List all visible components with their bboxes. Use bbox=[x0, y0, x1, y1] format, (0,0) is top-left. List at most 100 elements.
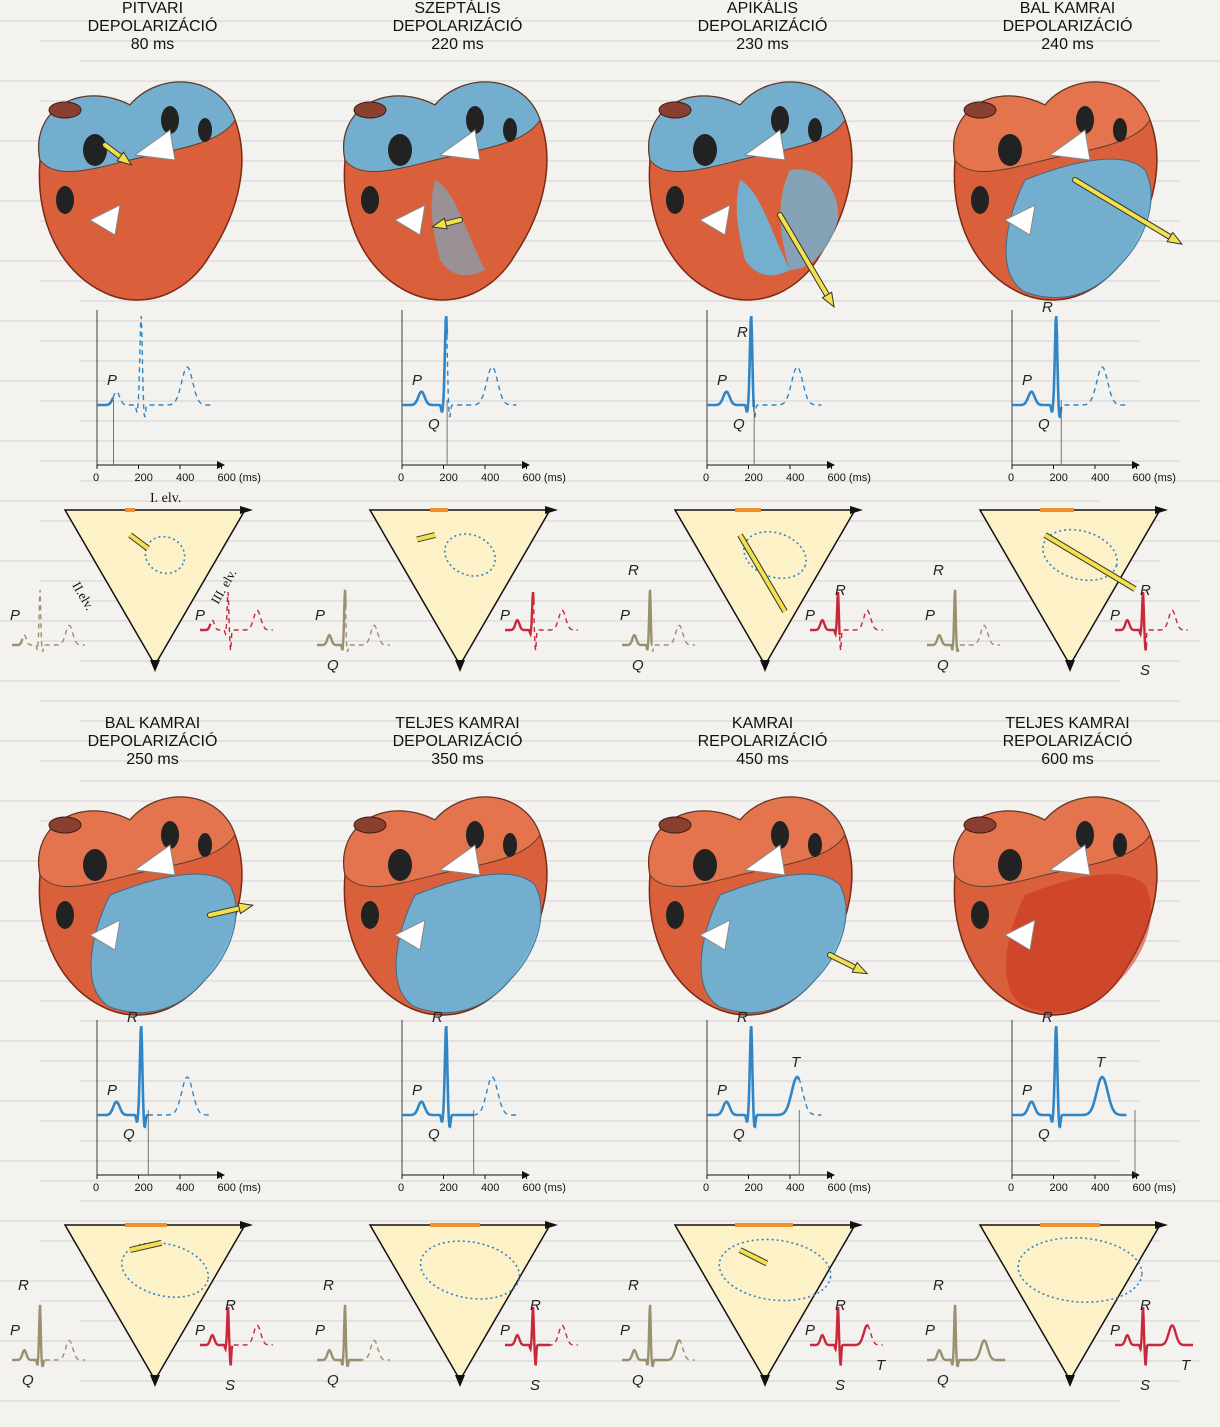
axis-tick-label: 0 bbox=[1008, 1182, 1014, 1194]
lead-wave-label-P: P bbox=[925, 607, 935, 624]
lead-wave-label-S: S bbox=[1140, 1377, 1150, 1394]
heart-illustration bbox=[39, 82, 242, 300]
lead-label-1: I. elv. bbox=[150, 491, 181, 506]
lead-wave-label-R: R bbox=[1140, 1297, 1151, 1314]
lead-wave-label-R: R bbox=[835, 582, 846, 599]
axis-tick-label: 200 bbox=[440, 472, 458, 484]
wave-label-R: R bbox=[737, 1009, 748, 1026]
lead2-trace bbox=[927, 590, 1000, 652]
lead-wave-label-P: P bbox=[195, 607, 205, 624]
lead3-trace bbox=[505, 592, 578, 650]
lead-wave-label-P: P bbox=[1110, 1322, 1120, 1339]
lead-wave-label-S: S bbox=[1140, 662, 1150, 679]
lead-wave-label-P: P bbox=[500, 1322, 510, 1339]
wave-label-P: P bbox=[717, 1082, 727, 1099]
axis-tick-label: 0 bbox=[703, 472, 709, 484]
lead-wave-label-Q: Q bbox=[327, 657, 339, 674]
stage-diagram: 0200400600 (ms)PQRTPPQRRST bbox=[610, 715, 915, 1425]
axis-tick-label: 200 bbox=[745, 472, 763, 484]
heart-illustration bbox=[954, 82, 1182, 300]
axis-tick-label: 0 bbox=[398, 472, 404, 484]
lead-wave-label-R: R bbox=[933, 562, 944, 579]
lead-wave-label-P: P bbox=[10, 1322, 20, 1339]
heart-illustration bbox=[344, 82, 547, 300]
wave-label-Q: Q bbox=[428, 416, 440, 433]
stage-diagram: 0200400600 (ms)PQRPPQRR bbox=[610, 0, 915, 710]
wave-label-P: P bbox=[1022, 372, 1032, 389]
axis-tick-label: 600 (ms) bbox=[1133, 472, 1176, 484]
lead-label-3: III. elv. bbox=[208, 566, 240, 606]
wave-label-T: T bbox=[1096, 1054, 1107, 1071]
lead2-trace bbox=[927, 1305, 1005, 1367]
wave-label-Q: Q bbox=[428, 1126, 440, 1143]
axis-tick-label: 0 bbox=[93, 472, 99, 484]
wave-label-P: P bbox=[412, 372, 422, 389]
stage-diagram: 0200400600 (ms)PQRPPQRRS bbox=[305, 715, 610, 1425]
lead-wave-label-R: R bbox=[323, 1277, 334, 1294]
wave-label-R: R bbox=[737, 324, 748, 341]
lead-wave-label-P: P bbox=[925, 1322, 935, 1339]
lead3-trace bbox=[810, 592, 883, 650]
axis-tick-label: 600 (ms) bbox=[1133, 1182, 1176, 1194]
axis-tick-label: 600 (ms) bbox=[523, 472, 566, 484]
lead-wave-label-P: P bbox=[620, 607, 630, 624]
wave-label-R: R bbox=[432, 1009, 443, 1026]
lead-wave-label-T: T bbox=[876, 1357, 887, 1374]
wave-label-P: P bbox=[107, 372, 117, 389]
lead-wave-label-S: S bbox=[530, 1377, 540, 1394]
lead3-trace bbox=[1115, 592, 1188, 650]
lead2-trace bbox=[622, 590, 695, 652]
stage-diagram: 0200400600 (ms)PQRTPPQRRST bbox=[915, 715, 1220, 1425]
wave-label-P: P bbox=[717, 372, 727, 389]
lead-wave-label-R: R bbox=[628, 562, 639, 579]
lead-wave-label-P: P bbox=[315, 607, 325, 624]
axis-tick-label: 200 bbox=[135, 1182, 153, 1194]
lead-wave-label-R: R bbox=[530, 1297, 541, 1314]
lead-wave-label-R: R bbox=[933, 1277, 944, 1294]
vector-arrow-icon bbox=[830, 955, 867, 974]
lead-wave-label-Q: Q bbox=[937, 657, 949, 674]
lead2-trace bbox=[622, 1305, 695, 1367]
lead2-trace bbox=[317, 1305, 390, 1367]
axis-tick-label: 400 bbox=[1091, 472, 1109, 484]
lead-wave-label-P: P bbox=[315, 1322, 325, 1339]
axis-tick-label: 600 (ms) bbox=[218, 472, 261, 484]
axis-tick-label: 400 bbox=[481, 1182, 499, 1194]
axis-tick-label: 0 bbox=[93, 1182, 99, 1194]
lead-wave-label-Q: Q bbox=[327, 1372, 339, 1389]
axis-tick-label: 0 bbox=[703, 1182, 709, 1194]
axis-tick-label: 200 bbox=[745, 1182, 763, 1194]
wave-label-P: P bbox=[1022, 1082, 1032, 1099]
lead-wave-label-P: P bbox=[805, 1322, 815, 1339]
wave-label-Q: Q bbox=[733, 416, 745, 433]
axis-tick-label: 600 (ms) bbox=[828, 1182, 871, 1194]
axis-tick-label: 200 bbox=[1050, 472, 1068, 484]
lead-wave-label-S: S bbox=[225, 1377, 235, 1394]
wave-label-Q: Q bbox=[733, 1126, 745, 1143]
lead-wave-label-P: P bbox=[500, 607, 510, 624]
heart-illustration bbox=[954, 797, 1157, 1015]
lead-wave-label-R: R bbox=[628, 1277, 639, 1294]
axis-tick-label: 600 (ms) bbox=[523, 1182, 566, 1194]
ecg-trace: 0200400600 (ms)PQR bbox=[398, 1009, 566, 1194]
lead-wave-label-P: P bbox=[620, 1322, 630, 1339]
axis-tick-label: 400 bbox=[786, 472, 804, 484]
heart-illustration bbox=[649, 797, 867, 1015]
wave-label-R: R bbox=[127, 1009, 138, 1026]
stage-diagram: 0200400600 (ms)PQRPPQRRS bbox=[915, 0, 1220, 710]
lead3-trace bbox=[810, 1307, 883, 1365]
wave-label-T: T bbox=[791, 1054, 802, 1071]
lead-wave-label-Q: Q bbox=[937, 1372, 949, 1389]
stage-panel: TELJES KAMRAIREPOLARIZÁCIÓ600 ms02004006… bbox=[915, 715, 1220, 1425]
lead2-trace bbox=[12, 1305, 85, 1367]
axis-tick-label: 0 bbox=[398, 1182, 404, 1194]
lead3-trace bbox=[200, 1307, 273, 1365]
